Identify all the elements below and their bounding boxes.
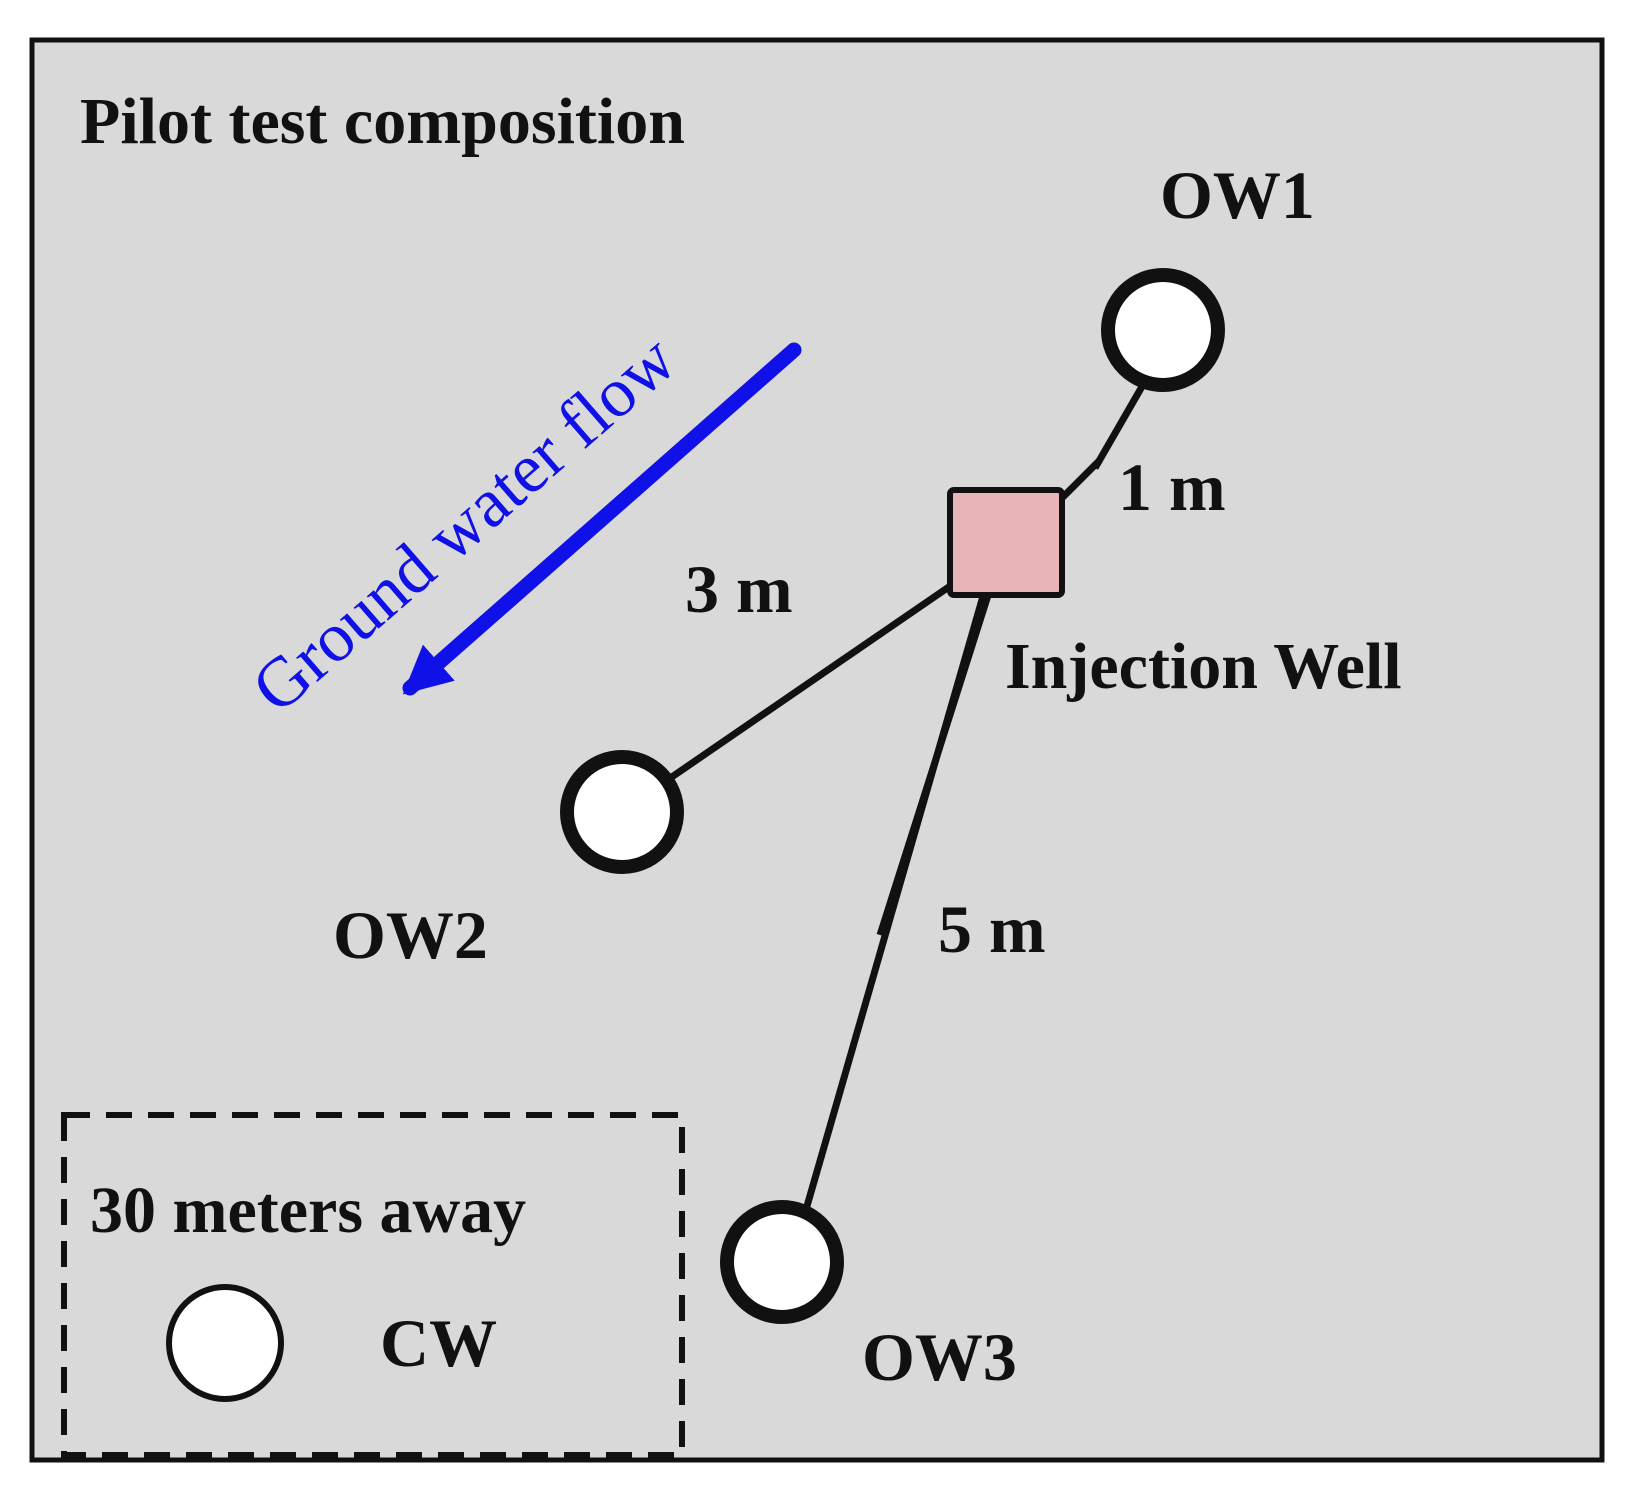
ow3-distance-label: 5 m	[938, 891, 1046, 967]
control-well-label: CW	[380, 1305, 497, 1381]
diagram-frame	[29, 37, 1605, 1463]
ow1-distance-label: 1 m	[1118, 449, 1226, 525]
ow1-label: OW1	[1160, 157, 1315, 233]
control-well-marker	[166, 1284, 284, 1402]
injection-well-marker	[947, 487, 1065, 598]
ow2-label: OW2	[333, 897, 488, 973]
diagram-title: Pilot test composition	[80, 85, 685, 158]
ow3-label: OW3	[862, 1319, 1017, 1395]
distance-arrow-ow3-back	[876, 542, 1010, 937]
distance-arrow-ow2	[609, 542, 1012, 821]
control-well-box	[61, 1112, 685, 1458]
ow2-distance-label: 3 m	[685, 551, 793, 627]
observation-well-ow1	[1101, 268, 1225, 392]
control-well-distance-note: 30 meters away	[90, 1174, 526, 1247]
observation-well-ow3	[720, 1200, 844, 1324]
injection-well-label: Injection Well	[1005, 630, 1402, 703]
ground-water-flow-arrow	[402, 342, 802, 696]
observation-well-ow2	[560, 750, 684, 874]
